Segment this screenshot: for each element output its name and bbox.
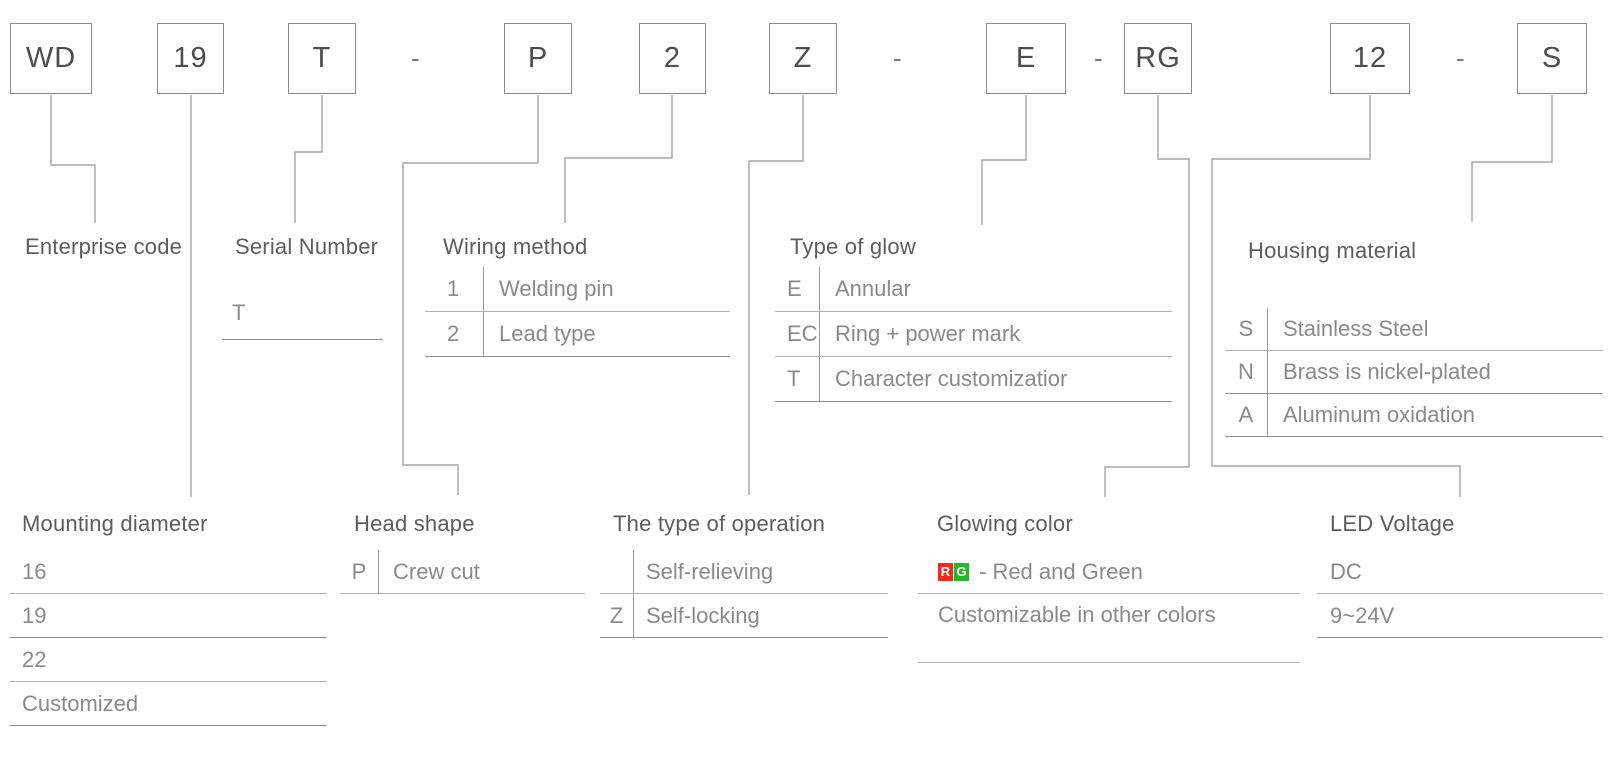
row-value: Ring + power mark: [835, 321, 1021, 346]
type-of-operation-table: Self-relieving Z Self-locking: [600, 550, 888, 638]
table-row: N Brass is nickel-plated: [1225, 351, 1603, 394]
code-separator: -: [1456, 43, 1465, 73]
table-row: Z Self-locking: [600, 594, 888, 638]
row-value: Welding pin: [499, 276, 614, 301]
table-row: 9~24V: [1317, 594, 1603, 638]
code-separator: -: [1094, 43, 1103, 73]
row-key: EC: [775, 312, 820, 356]
row-key: T: [775, 357, 820, 401]
code-box-operation: Z: [769, 23, 837, 94]
serial-number-value: T: [222, 300, 383, 340]
row-value: Lead type: [499, 321, 596, 346]
row-key: N: [1225, 351, 1268, 393]
row-value: Crew cut: [393, 558, 480, 584]
table-row: DC: [1317, 550, 1603, 594]
connector-t: [294, 95, 323, 223]
code-box-diameter: 19: [157, 23, 224, 94]
code-box-glow-color: RG: [1124, 23, 1192, 94]
table-row: T Character customizatior: [775, 357, 1172, 402]
glowing-color-table: R G - Red and Green Customizable in othe…: [918, 550, 1300, 663]
row-value: Aluminum oxidation: [1283, 402, 1475, 427]
table-row: 16: [10, 550, 327, 594]
table-row: E Annular: [775, 267, 1172, 312]
section-title: LED Voltage: [1330, 511, 1455, 536]
code-box-enterprise: WD: [10, 23, 92, 94]
code-box-serial: T: [288, 23, 356, 94]
connector-s: [1471, 95, 1553, 222]
row-key: 1: [425, 267, 484, 311]
section-title: Serial Number: [235, 234, 379, 259]
row-key: [600, 550, 634, 593]
table-row: EC Ring + power mark: [775, 312, 1172, 357]
section-title: Enterprise code: [25, 234, 183, 259]
section-title: Type of glow: [790, 234, 916, 259]
section-type-of-glow: Type of glow E Annular EC Ring + power m…: [775, 233, 1172, 402]
code-box-glow-type: E: [986, 23, 1066, 94]
table-row: R G - Red and Green: [918, 550, 1300, 594]
row-key: Z: [600, 594, 634, 637]
row-key: E: [775, 267, 820, 311]
section-title: Head shape: [354, 511, 475, 536]
row-key: S: [1225, 308, 1268, 350]
red-green-badge-icon: R G: [938, 562, 969, 581]
row-value: Stainless Steel: [1283, 316, 1429, 341]
row-key: 2: [425, 312, 484, 356]
connector-2: [564, 95, 673, 223]
housing-material-table: S Stainless Steel N Brass is nickel-plat…: [1225, 308, 1603, 437]
section-title: Housing material: [1248, 238, 1417, 263]
row-value: Customizable in other colors: [938, 602, 1216, 627]
wiring-method-table: 1 Welding pin 2 Lead type: [425, 267, 730, 357]
connector-rg: [1104, 95, 1190, 497]
table-row: Customized: [10, 682, 327, 726]
table-row: Self-relieving: [600, 550, 888, 594]
connector-e: [981, 95, 1027, 225]
row-key: A: [1225, 394, 1268, 436]
section-mounting-diameter: Mounting diameter 16 19 22 Customized: [10, 510, 327, 726]
row-value: - Red and Green: [979, 558, 1143, 584]
led-voltage-table: DC 9~24V: [1317, 550, 1603, 638]
code-box-housing: S: [1517, 23, 1587, 94]
section-title: Wiring method: [443, 234, 588, 259]
section-serial-number: Serial Number T: [222, 233, 415, 340]
head-shape-table: P Crew cut: [340, 550, 585, 594]
section-wiring-method: Wiring method 1 Welding pin 2 Lead type: [425, 233, 730, 357]
section-title: Mounting diameter: [22, 511, 208, 536]
type-of-glow-table: E Annular EC Ring + power mark T Charact…: [775, 267, 1172, 402]
row-key: P: [340, 550, 379, 593]
section-glowing-color: Glowing color R G - Red and Green Custom…: [918, 510, 1300, 663]
row-value: Annular: [835, 276, 911, 301]
connector-p: [402, 95, 539, 495]
row-value: Brass is nickel-plated: [1283, 359, 1491, 384]
section-housing-material: Housing material S Stainless Steel N Bra…: [1225, 237, 1603, 437]
section-head-shape: Head shape P Crew cut: [340, 510, 585, 594]
table-row: Customizable in other colors: [918, 594, 1300, 663]
row-value: Self-locking: [646, 602, 760, 628]
red-square-icon: R: [938, 562, 953, 581]
table-row: 2 Lead type: [425, 312, 730, 357]
table-row: 22: [10, 638, 327, 682]
code-separator: -: [411, 43, 420, 73]
table-row: S Stainless Steel: [1225, 308, 1603, 351]
table-row: P Crew cut: [340, 550, 585, 594]
section-type-of-operation: The type of operation Self-relieving Z S…: [600, 510, 888, 638]
row-value: Character customizatior: [835, 366, 1068, 391]
section-title: The type of operation: [613, 511, 826, 536]
code-box-wiring: 2: [639, 23, 706, 94]
section-title: Glowing color: [937, 511, 1073, 536]
section-led-voltage: LED Voltage DC 9~24V: [1317, 510, 1603, 638]
code-box-voltage: 12: [1330, 23, 1410, 94]
code-box-head-shape: P: [504, 23, 572, 94]
section-enterprise-code: Enterprise code: [25, 233, 225, 261]
green-square-icon: G: [954, 562, 969, 581]
connector-12: [1211, 95, 1461, 497]
table-row: 1 Welding pin: [425, 267, 730, 312]
connector-wd: [50, 95, 96, 223]
table-row: 19: [10, 594, 327, 638]
connector-z: [748, 95, 804, 495]
table-row: A Aluminum oxidation: [1225, 394, 1603, 437]
code-separator: -: [893, 43, 902, 73]
row-value: Self-relieving: [646, 558, 774, 584]
mounting-diameter-table: 16 19 22 Customized: [10, 550, 327, 726]
